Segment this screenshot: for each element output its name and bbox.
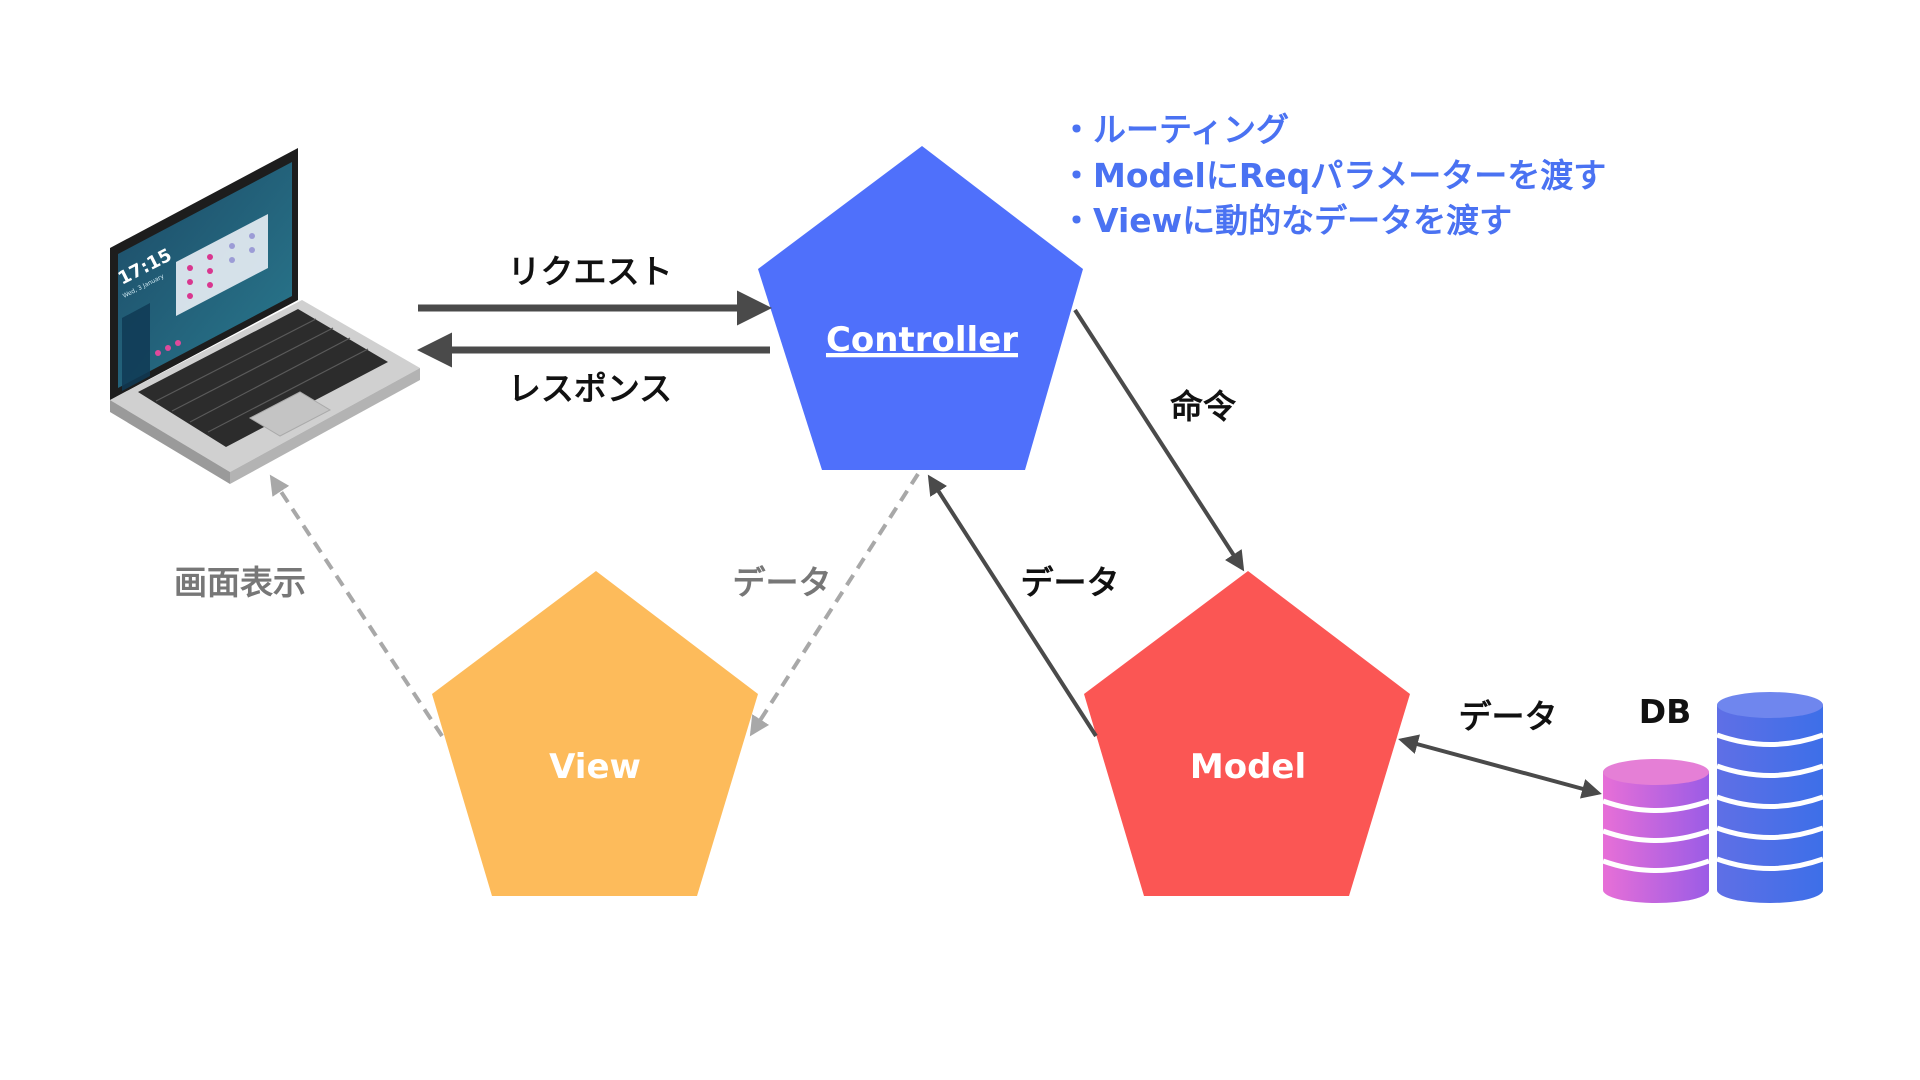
database-stack-left [1602, 759, 1710, 903]
controller-note-view-data: ・Viewに動的なデータを渡す [1060, 201, 1512, 240]
controller-notes: ・ルーティング ・ModelにReqパラメーターを渡す ・Viewに動的なデータ… [1060, 110, 1606, 240]
request-label: リクエスト [508, 252, 673, 291]
view-to-client-label: 画面表示 [174, 563, 306, 602]
model-db-arrow [1398, 734, 1602, 799]
response-label: レスポンス [508, 369, 672, 408]
controller-note-model-params: ・ModelにReqパラメーターを渡す [1060, 156, 1606, 195]
model-label: Model [1190, 747, 1306, 787]
command-arrow [1073, 308, 1245, 572]
database-icon[interactable] [1602, 692, 1824, 903]
laptop-icon[interactable]: 17:15 Wed, 3 January [110, 148, 420, 484]
model-db-label: データ [1459, 697, 1558, 736]
database-stack-right [1716, 692, 1824, 903]
command-label: 命令 [1170, 387, 1237, 426]
view-pentagon[interactable] [432, 571, 758, 896]
view-label: View [549, 747, 641, 787]
view-to-client-arrow [269, 474, 444, 738]
model-pentagon[interactable] [1084, 571, 1410, 896]
controller-to-view-label: データ [733, 563, 832, 602]
controller-pentagon[interactable] [758, 146, 1083, 470]
model-to-controller-arrow [927, 474, 1098, 738]
controller-note-routing: ・ルーティング [1060, 110, 1289, 149]
controller-to-view-arrow [749, 472, 920, 737]
db-label: DB [1639, 692, 1692, 731]
model-to-controller-label: データ [1021, 563, 1120, 602]
controller-label[interactable]: Controller [826, 320, 1018, 360]
